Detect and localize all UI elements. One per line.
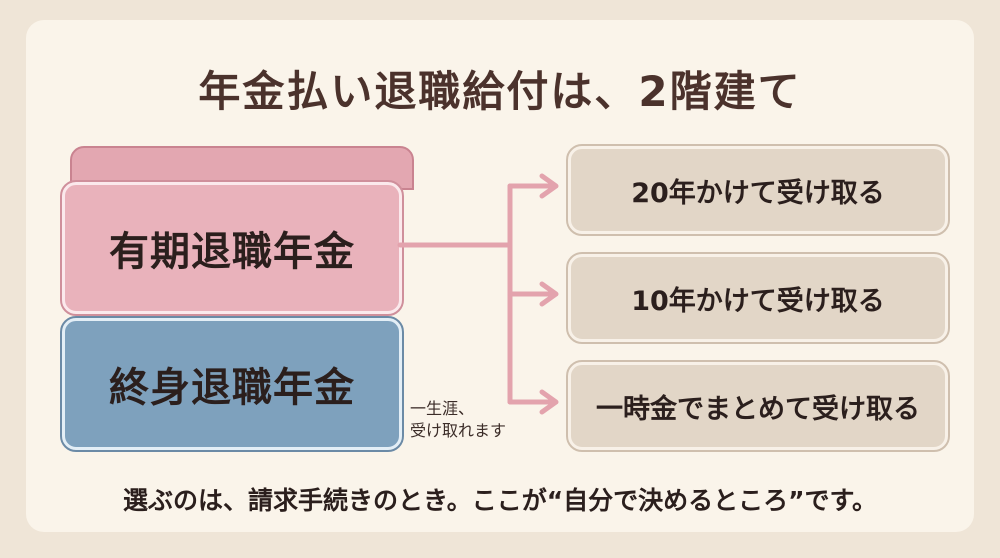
option-lump-sum: 一時金でまとめて受け取る	[566, 360, 950, 452]
footer-note: 選ぶのは、請求手続きのとき。ここが“自分で決めるところ”です。	[122, 486, 878, 515]
lower-block: 終身退職年金	[60, 316, 404, 452]
option-10-years: 10年かけて受け取る	[566, 252, 950, 344]
option-20-years-label: 20年かけて受け取る	[631, 177, 885, 209]
lifetime-note: 一生涯、 受け取れます	[410, 398, 506, 442]
option-20-years: 20年かけて受け取る	[566, 144, 950, 236]
arrowhead-3	[539, 389, 559, 415]
arrowhead-1	[539, 173, 559, 199]
option-10-years-label: 10年かけて受け取る	[631, 285, 885, 317]
upper-block-label: 有期退職年金	[109, 229, 355, 275]
lifetime-note-line-1: 一生涯、	[410, 399, 475, 418]
option-lump-sum-label: 一時金でまとめて受け取る	[596, 393, 920, 425]
arrowhead-2	[539, 281, 559, 307]
lower-block-label: 終身退職年金	[109, 365, 355, 411]
page-title: 年金払い退職給付は、2階建て	[198, 67, 802, 116]
upper-block: 有期退職年金	[60, 180, 404, 316]
lifetime-note-line-2: 受け取れます	[410, 421, 507, 440]
